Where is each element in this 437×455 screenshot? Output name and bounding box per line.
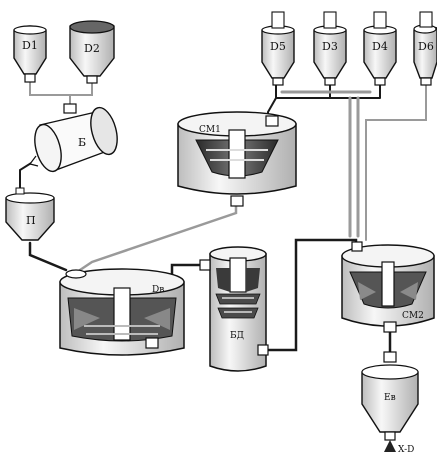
label-d3: D3 bbox=[322, 40, 338, 53]
hopper-d4: D4 bbox=[364, 12, 396, 85]
hopper-d6: D6 bbox=[414, 12, 437, 85]
pipe-p-to-dv bbox=[30, 243, 66, 270]
label-cm1: CM1 bbox=[199, 125, 221, 135]
hopper-d5: D5 bbox=[262, 12, 294, 85]
label-d4: D4 bbox=[372, 40, 388, 53]
hopper-d2: D2 bbox=[70, 21, 114, 83]
pipe-d1-d2-to-b bbox=[30, 82, 92, 110]
mixer-dv: Dв bbox=[60, 269, 184, 355]
pipe-manifold-to-cm1 bbox=[268, 85, 380, 120]
label-d1: D1 bbox=[22, 39, 38, 52]
column-bd: БД bbox=[200, 247, 268, 371]
label-bd: БД bbox=[230, 331, 244, 341]
label-b: Б bbox=[78, 136, 86, 149]
outlet-arrow-icon bbox=[384, 440, 396, 452]
label-d5: D5 bbox=[270, 40, 286, 53]
pipe-d6-to-cm2 bbox=[366, 85, 426, 240]
label-d6: D6 bbox=[418, 40, 434, 53]
label-out: X-D bbox=[398, 445, 414, 455]
hopper-d3: D3 bbox=[314, 12, 346, 85]
hopper-p: П bbox=[6, 188, 54, 240]
drum-b: Б bbox=[30, 104, 122, 174]
label-cm2: CM2 bbox=[402, 311, 424, 321]
label-dv: Dв bbox=[152, 285, 164, 295]
hopper-d1: D1 bbox=[14, 26, 46, 82]
mixer-cm1: CM1 bbox=[178, 112, 296, 206]
label-ev: Ев bbox=[384, 393, 396, 403]
hopper-ev: Ев X-D bbox=[362, 352, 418, 455]
mixer-cm2: CM2 bbox=[342, 242, 434, 332]
label-p: П bbox=[26, 214, 36, 227]
label-d2: D2 bbox=[84, 42, 100, 55]
